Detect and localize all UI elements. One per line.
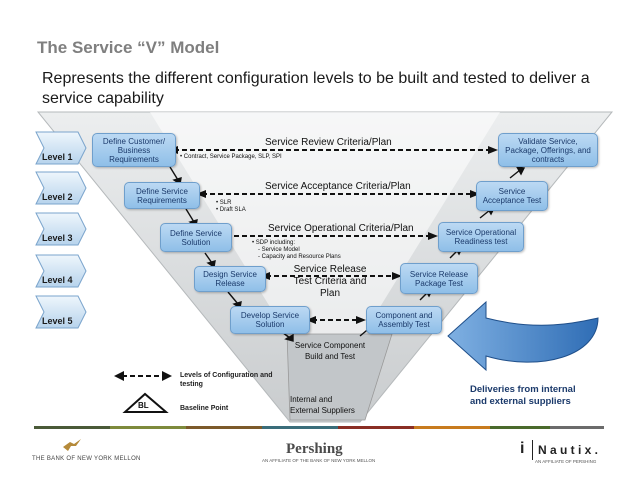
baseline-triangle-icon <box>122 392 169 413</box>
box-define-service-requirements: Define Service Requirements <box>124 182 200 209</box>
bullet-level-1: • Contract, Service Package, SLP, SPI <box>180 154 282 160</box>
deliveries-label: Deliveries from internal and external su… <box>470 384 576 407</box>
bullet-level-3-model: - Service Model <box>258 247 300 253</box>
footer-pershing-logo: Pershing <box>286 441 343 457</box>
footer-strip <box>34 426 110 429</box>
legend-arrow-label: Levels of Configuration and testing <box>180 372 273 388</box>
level-5-label: Level 5 <box>42 316 73 326</box>
slide-title: The Service “V” Model <box>37 38 220 57</box>
box-define-customer-requirements: Define Customer/ Business Requirements <box>92 133 176 167</box>
footer-inautix-logo: N a u t i x . <box>538 443 599 457</box>
criteria-level-2: Service Acceptance Criteria/Plan <box>265 181 411 192</box>
criteria-level-3: Service Operational Criteria/Plan <box>268 223 414 234</box>
criteria-level-4: Service Release Test Criteria and Plan <box>293 264 367 299</box>
suppliers-label: Internal and External Suppliers <box>290 395 355 415</box>
chevron-icon <box>35 131 87 165</box>
level-4-label: Level 4 <box>42 275 73 285</box>
box-design-service-release: Design Service Release <box>194 266 266 292</box>
box-component-assembly-test: Component and Assembly Test <box>366 306 442 334</box>
chevron-icon <box>35 171 87 205</box>
level-2-label: Level 2 <box>42 192 73 202</box>
service-component-label: Service Component Build and Test <box>294 341 366 361</box>
footer-inautix-i: i <box>520 440 525 457</box>
curved-arrow-icon <box>447 300 599 372</box>
criteria-level-1: Service Review Criteria/Plan <box>265 137 392 148</box>
footer-pershing-sub: AN AFFILIATE OF THE BANK OF NEW YORK MEL… <box>262 458 376 463</box>
level-chevrons <box>35 131 87 329</box>
chevron-icon <box>35 254 87 288</box>
dashed-double-arrow-icon <box>174 149 492 321</box>
bullet-level-2-slr: • SLR <box>216 200 232 206</box>
box-validate-service: Validate Service, Package, Offerings, an… <box>498 133 598 167</box>
box-service-acceptance-test: Service Acceptance Test <box>476 181 548 211</box>
supplier-zone <box>286 333 393 421</box>
dove-icon <box>63 439 81 451</box>
bullet-level-3-sdp: • SDP including: <box>252 240 296 246</box>
level-1-label: Level 1 <box>42 152 73 162</box>
chevron-icon <box>35 295 87 329</box>
slide-subtitle: Represents the different configuration l… <box>42 70 590 107</box>
chevron-icon <box>35 212 87 246</box>
footer-bny-mellon: THE BANK OF NEW YORK MELLON <box>32 456 141 462</box>
box-service-operational-readiness: Service Operational Readiness test <box>438 222 524 252</box>
level-3-label: Level 3 <box>42 233 73 243</box>
box-service-release-package-test: Service Release Package Test <box>400 263 478 294</box>
baseline-symbol: BL <box>138 401 149 410</box>
bullet-level-3-plans: - Capacity and Resource Plans <box>258 254 341 260</box>
box-define-service-solution: Define Service Solution <box>160 223 232 252</box>
box-develop-service-solution: Develop Service Solution <box>230 306 310 334</box>
footer-inautix-sub: AN AFFILIATE OF PERSHING <box>535 459 597 464</box>
bullet-level-2-sla: • Draft SLA <box>216 207 246 213</box>
baseline-label: Baseline Point <box>180 405 229 412</box>
